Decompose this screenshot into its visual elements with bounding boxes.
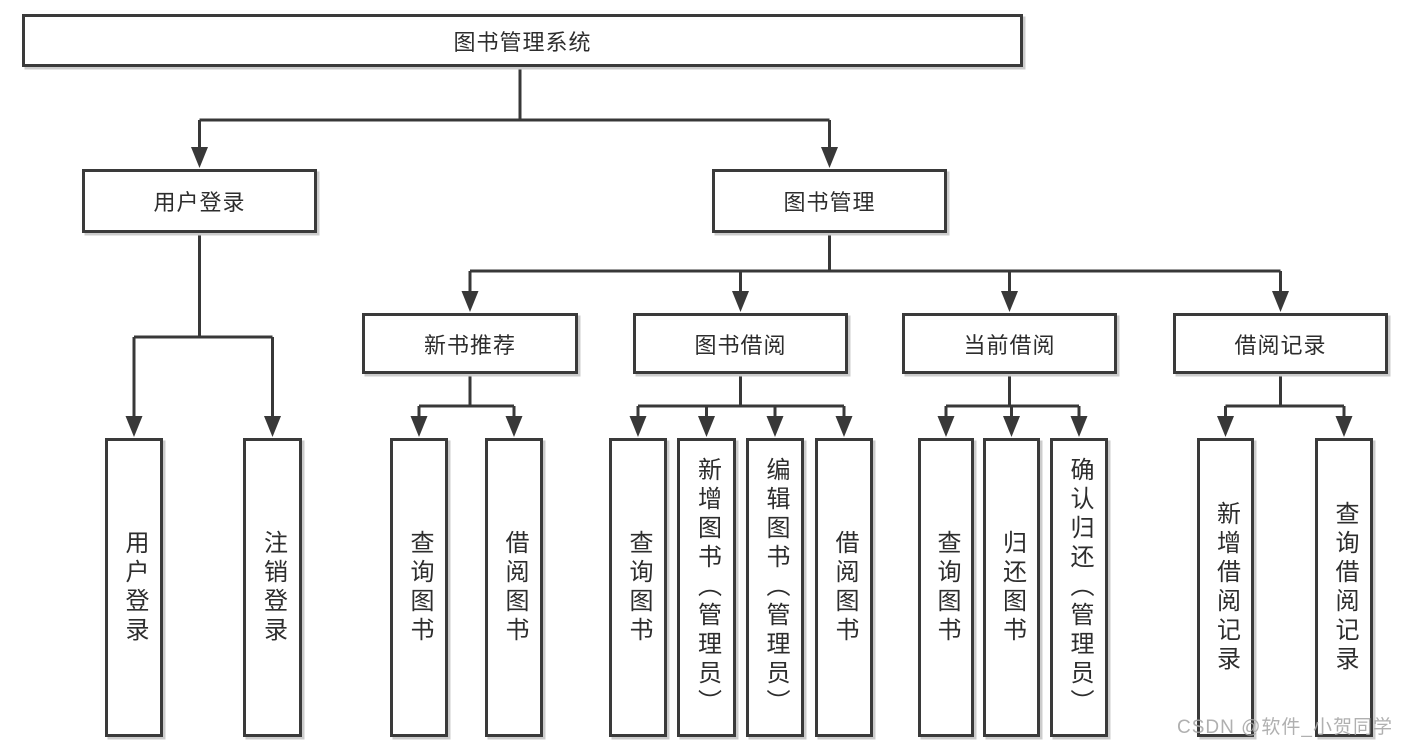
- node-query-books-1: 查询图书: [390, 438, 448, 737]
- node-borrow-records: 借阅记录: [1173, 313, 1388, 374]
- connector-new-book-split: [417, 374, 516, 421]
- node-return-books: 归还图书: [983, 438, 1040, 737]
- connector-user-login-split: [132, 233, 274, 421]
- connector-current-borrow-split: [944, 374, 1081, 421]
- node-confirm-return-admin: 确认归还（管理员）: [1050, 438, 1108, 737]
- node-label: 新增借阅记录: [1212, 500, 1240, 675]
- node-label: 新书推荐: [423, 332, 516, 358]
- node-book-mgmt: 图书管理: [712, 169, 947, 233]
- node-label: 确认归还（管理员）: [1066, 457, 1093, 718]
- node-label: 查询图书: [406, 529, 433, 646]
- node-label: 注销登录: [259, 529, 287, 646]
- node-label: 新增图书（管理员）: [693, 457, 721, 718]
- node-label: 用户登录: [121, 529, 148, 646]
- node-book-borrow: 图书借阅: [633, 313, 848, 374]
- node-edit-books-admin: 编辑图书（管理员）: [746, 438, 804, 737]
- node-root: 图书管理系统: [22, 14, 1023, 67]
- node-label: 查询图书: [625, 529, 652, 646]
- connector-book-mgmt-split: [468, 233, 1282, 296]
- node-label: 查询借阅记录: [1331, 500, 1358, 675]
- connector-root-split: [198, 67, 831, 152]
- node-label: 图书管理系统: [453, 29, 592, 55]
- node-query-books-3: 查询图书: [918, 438, 974, 737]
- node-user-login: 用户登录: [82, 169, 317, 233]
- node-label: 图书管理: [783, 190, 876, 215]
- node-label: 查询图书: [933, 529, 960, 646]
- node-borrow-books-2: 借阅图书: [815, 438, 873, 737]
- node-query-borrow-record: 查询借阅记录: [1315, 438, 1373, 737]
- node-label: 归还图书: [998, 529, 1026, 646]
- node-label: 借阅图书: [831, 529, 858, 646]
- node-user-login-leaf: 用户登录: [105, 438, 163, 737]
- node-label: 借阅图书: [501, 529, 528, 646]
- node-query-books-2: 查询图书: [609, 438, 667, 737]
- node-borrow-books-1: 借阅图书: [485, 438, 543, 737]
- node-label: 图书借阅: [694, 332, 787, 358]
- connector-book-borrow-split: [636, 374, 846, 421]
- node-label: 当前借阅: [963, 332, 1056, 358]
- node-logout: 注销登录: [243, 438, 302, 737]
- csdn-watermark: CSDN @软件_小贺同学: [1177, 717, 1393, 738]
- node-current-borrow: 当前借阅: [902, 313, 1117, 374]
- node-add-borrow-record: 新增借阅记录: [1197, 438, 1254, 737]
- node-label: 借阅记录: [1234, 332, 1327, 358]
- connector-borrow-records-split: [1224, 374, 1346, 421]
- node-label: 用户登录: [153, 190, 246, 215]
- node-new-book-recommend: 新书推荐: [362, 313, 578, 374]
- node-label: 编辑图书（管理员）: [762, 457, 789, 718]
- node-add-books-admin: 新增图书（管理员）: [677, 438, 736, 737]
